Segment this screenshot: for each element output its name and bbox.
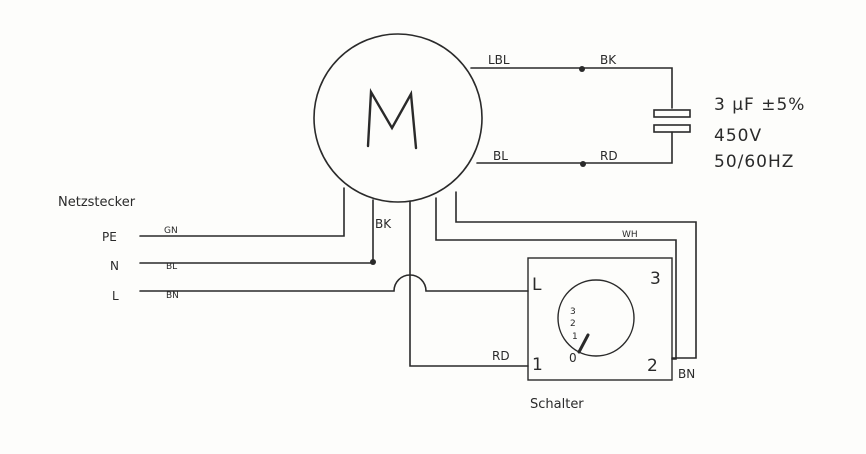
- capacitor-wires: [470, 66, 673, 167]
- label-bn-l: BN: [166, 291, 179, 301]
- motor-m-glyph: [366, 87, 418, 150]
- switch-dial: [557, 279, 635, 357]
- lead-wh-outer: [455, 191, 697, 359]
- label-bk-motor: BK: [375, 217, 392, 231]
- junction-rd: [580, 161, 586, 167]
- lead-wh-inner: [435, 197, 677, 360]
- plug-pin-pe: PE: [102, 230, 117, 244]
- capacitor: [653, 109, 691, 133]
- wire-lbl: [470, 67, 673, 109]
- capacitor-plate-top: [653, 109, 691, 118]
- plug-title: Netzstecker: [58, 195, 136, 210]
- motor-circle: [313, 33, 483, 203]
- switch-terminal-1: 1: [532, 355, 543, 375]
- label-bk-cap: BK: [600, 53, 617, 67]
- plug-wires: [139, 259, 529, 292]
- label-rd-switch: RD: [492, 349, 510, 363]
- capacitor-spec-2: 450V: [714, 126, 762, 146]
- label-wh: WH: [622, 230, 638, 240]
- capacitor-spec-1: 3 μF ±5%: [714, 95, 805, 115]
- motor: [313, 33, 483, 203]
- switch-terminal-l: L: [532, 275, 542, 295]
- switch: [527, 257, 673, 381]
- wire-bl: [476, 131, 673, 164]
- junction-bk: [579, 66, 585, 72]
- wire-l: [139, 274, 529, 292]
- motor-leads: [139, 187, 697, 367]
- plug-pin-n: N: [110, 259, 119, 273]
- label-rd-cap: RD: [600, 149, 618, 163]
- dial-mark-2: 2: [570, 319, 576, 329]
- switch-terminal-3: 3: [650, 269, 661, 289]
- junction-n: [370, 259, 376, 265]
- lead-rd: [409, 200, 529, 367]
- switch-title: Schalter: [530, 397, 584, 412]
- lead-gn: [139, 187, 345, 237]
- plug-pin-l: L: [112, 289, 119, 303]
- switch-box: [527, 257, 673, 381]
- label-lbl: LBL: [488, 53, 510, 67]
- switch-terminal-2: 2: [647, 356, 658, 376]
- dial-mark-0: 0: [569, 351, 577, 365]
- label-bl: BL: [493, 149, 508, 163]
- dial-mark-1: 1: [572, 332, 578, 342]
- label-bl-n: BL: [166, 262, 177, 272]
- switch-pointer: [577, 333, 590, 354]
- dial-mark-3: 3: [570, 307, 576, 317]
- capacitor-plate-bottom: [653, 124, 691, 133]
- label-gn: GN: [164, 226, 178, 236]
- capacitor-spec-3: 50/60HZ: [714, 152, 794, 172]
- label-bn-switch: BN: [678, 367, 695, 381]
